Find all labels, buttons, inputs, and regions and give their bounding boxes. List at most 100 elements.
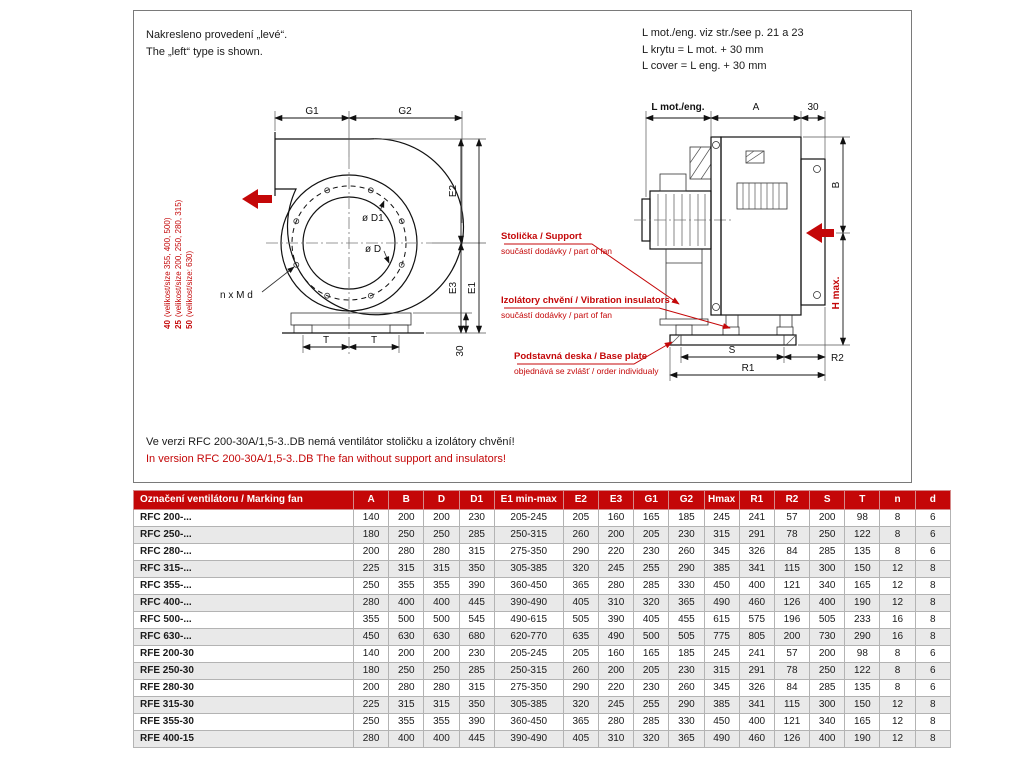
dim-value: 390-490 xyxy=(493,594,564,612)
dim-value: 285 xyxy=(809,543,846,561)
airflow-arrow-outlet xyxy=(242,189,272,209)
dim-value: 260 xyxy=(562,662,599,680)
dim-value: 490-615 xyxy=(493,611,564,629)
dim-value: 255 xyxy=(633,696,670,714)
dim-value: 340 xyxy=(809,713,846,731)
fan-model: RFC 630-... xyxy=(133,628,354,646)
dim-value: 12 xyxy=(879,560,916,578)
dim-value: 341 xyxy=(738,560,775,578)
dim-value: 260 xyxy=(562,526,599,544)
callout-baseplate-subtitle: objednává se zvlášť / order individualy xyxy=(514,366,659,376)
dim-label-g2: G2 xyxy=(398,106,412,117)
fan-model: RFC 250-... xyxy=(133,526,354,544)
size-note-50: 50(velikost/size: 630) xyxy=(185,251,194,329)
dim-value: 180 xyxy=(352,662,390,680)
dim-value: 250 xyxy=(423,662,460,680)
callout-leader-insulators xyxy=(504,307,731,329)
dim-value: 390 xyxy=(458,713,495,731)
dim-value: 405 xyxy=(562,730,599,748)
col-header-dim: E3 xyxy=(597,490,635,510)
dim-value: 16 xyxy=(879,611,916,629)
dim-label-g1: G1 xyxy=(305,106,319,117)
dim-value: 285 xyxy=(809,679,846,697)
dim-value: 245 xyxy=(597,560,635,578)
dim-value: 355 xyxy=(388,713,425,731)
dim-value: 505 xyxy=(809,611,846,629)
dim-value: 250 xyxy=(809,526,846,544)
dim-value: 400 xyxy=(388,730,425,748)
dim-value: 135 xyxy=(844,543,881,561)
dim-value: 200 xyxy=(809,509,846,527)
dim-label-b: B xyxy=(831,181,842,188)
dim-value: 8 xyxy=(879,526,916,544)
dim-value: 345 xyxy=(703,679,740,697)
dim-label-t2: T xyxy=(371,335,377,346)
dim-value: 200 xyxy=(388,645,425,663)
dim-value: 205-245 xyxy=(493,645,564,663)
dim-value: 290 xyxy=(562,679,599,697)
dim-value: 320 xyxy=(562,560,599,578)
dim-value: 160 xyxy=(597,509,635,527)
dim-value: 8 xyxy=(914,730,952,748)
dim-value: 280 xyxy=(597,577,635,595)
dim-value: 205 xyxy=(633,662,670,680)
dim-value: 405 xyxy=(633,611,670,629)
dim-value: 185 xyxy=(668,509,705,527)
dim-value: 450 xyxy=(352,628,390,646)
dim-value: 84 xyxy=(773,679,811,697)
col-header-dim: D xyxy=(423,490,460,510)
fan-model: RFC 200-... xyxy=(133,509,354,527)
dim-value: 98 xyxy=(844,509,881,527)
dim-value: 126 xyxy=(773,594,811,612)
callout-leader-baseplate xyxy=(517,341,673,365)
dim-value: 205 xyxy=(633,526,670,544)
dim-value: 8 xyxy=(914,611,952,629)
dim-value: 8 xyxy=(879,509,916,527)
dim-label-e1: E1 xyxy=(467,281,478,294)
dim-label-lmot: L mot./eng. xyxy=(651,102,704,113)
dim-value: 385 xyxy=(703,696,740,714)
dim-value: 150 xyxy=(844,560,881,578)
dim-value: 160 xyxy=(597,645,635,663)
dim-value: 365 xyxy=(668,730,705,748)
dim-value: 285 xyxy=(633,577,670,595)
dim-value: 200 xyxy=(423,645,460,663)
dim-value: 315 xyxy=(388,560,425,578)
dim-value: 390 xyxy=(597,611,635,629)
airflow-arrow-inlet xyxy=(806,223,834,243)
dim-value: 400 xyxy=(738,713,775,731)
technical-drawing: G1 G2 E2 E3 E1 ø D1 ø D n x M d xyxy=(163,102,850,381)
dim-value: 8 xyxy=(914,560,952,578)
col-header-dim: E1 min-max xyxy=(493,490,564,510)
callout-support-subtitle: součástí dodávky / part of fan xyxy=(501,246,613,256)
dim-value: 165 xyxy=(844,713,881,731)
dim-label-r2: R2 xyxy=(831,353,844,364)
dim-value: 330 xyxy=(668,713,705,731)
dim-value: 305-385 xyxy=(493,560,564,578)
dim-value: 185 xyxy=(668,645,705,663)
dim-value: 12 xyxy=(879,696,916,714)
dim-value: 315 xyxy=(703,662,740,680)
dim-value: 400 xyxy=(809,730,846,748)
drawing-panel: Nakresleno provedení „levé“. The „left“ … xyxy=(133,10,912,483)
dim-value: 115 xyxy=(773,696,811,714)
dim-value: 450 xyxy=(703,713,740,731)
dim-value: 8 xyxy=(879,679,916,697)
note-version: Ve verzi RFC 200-30A/1,5-3..DB nemá vent… xyxy=(146,434,515,467)
dim-value: 350 xyxy=(458,560,495,578)
dim-value: 230 xyxy=(668,526,705,544)
dim-label-e2: E2 xyxy=(448,184,459,197)
dim-value: 490 xyxy=(703,594,740,612)
dim-value: 230 xyxy=(633,543,670,561)
dim-value: 241 xyxy=(738,509,775,527)
dim-value: 200 xyxy=(597,526,635,544)
dim-value: 115 xyxy=(773,560,811,578)
dim-value: 365 xyxy=(562,713,599,731)
